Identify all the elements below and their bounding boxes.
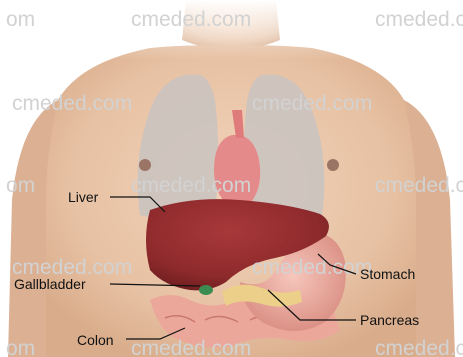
watermark-partial: om	[6, 8, 35, 31]
watermark: cmeded.com	[252, 92, 372, 115]
watermark: cmeded.com	[131, 8, 251, 31]
stomach-label: Stomach	[360, 266, 415, 282]
gallbladder	[199, 285, 213, 295]
watermark-partial: om	[6, 337, 35, 357]
watermark: cmeded.com	[12, 92, 132, 115]
watermark-partial: om	[6, 174, 35, 197]
watermark: cmeded.com	[252, 256, 372, 279]
watermark: cmeded.com	[375, 174, 463, 197]
right-nipple	[327, 159, 339, 171]
watermark: cmeded.com	[375, 337, 463, 357]
gallbladder-label: Gallbladder	[14, 276, 86, 292]
pancreas-label: Pancreas	[360, 312, 419, 328]
watermark: cmeded.com	[131, 174, 251, 197]
watermark: cmeded.com	[375, 8, 463, 31]
colon-label: Colon	[77, 332, 114, 348]
watermark: cmeded.com	[131, 337, 251, 357]
liver-label: Liver	[68, 189, 99, 205]
left-nipple	[139, 159, 151, 171]
